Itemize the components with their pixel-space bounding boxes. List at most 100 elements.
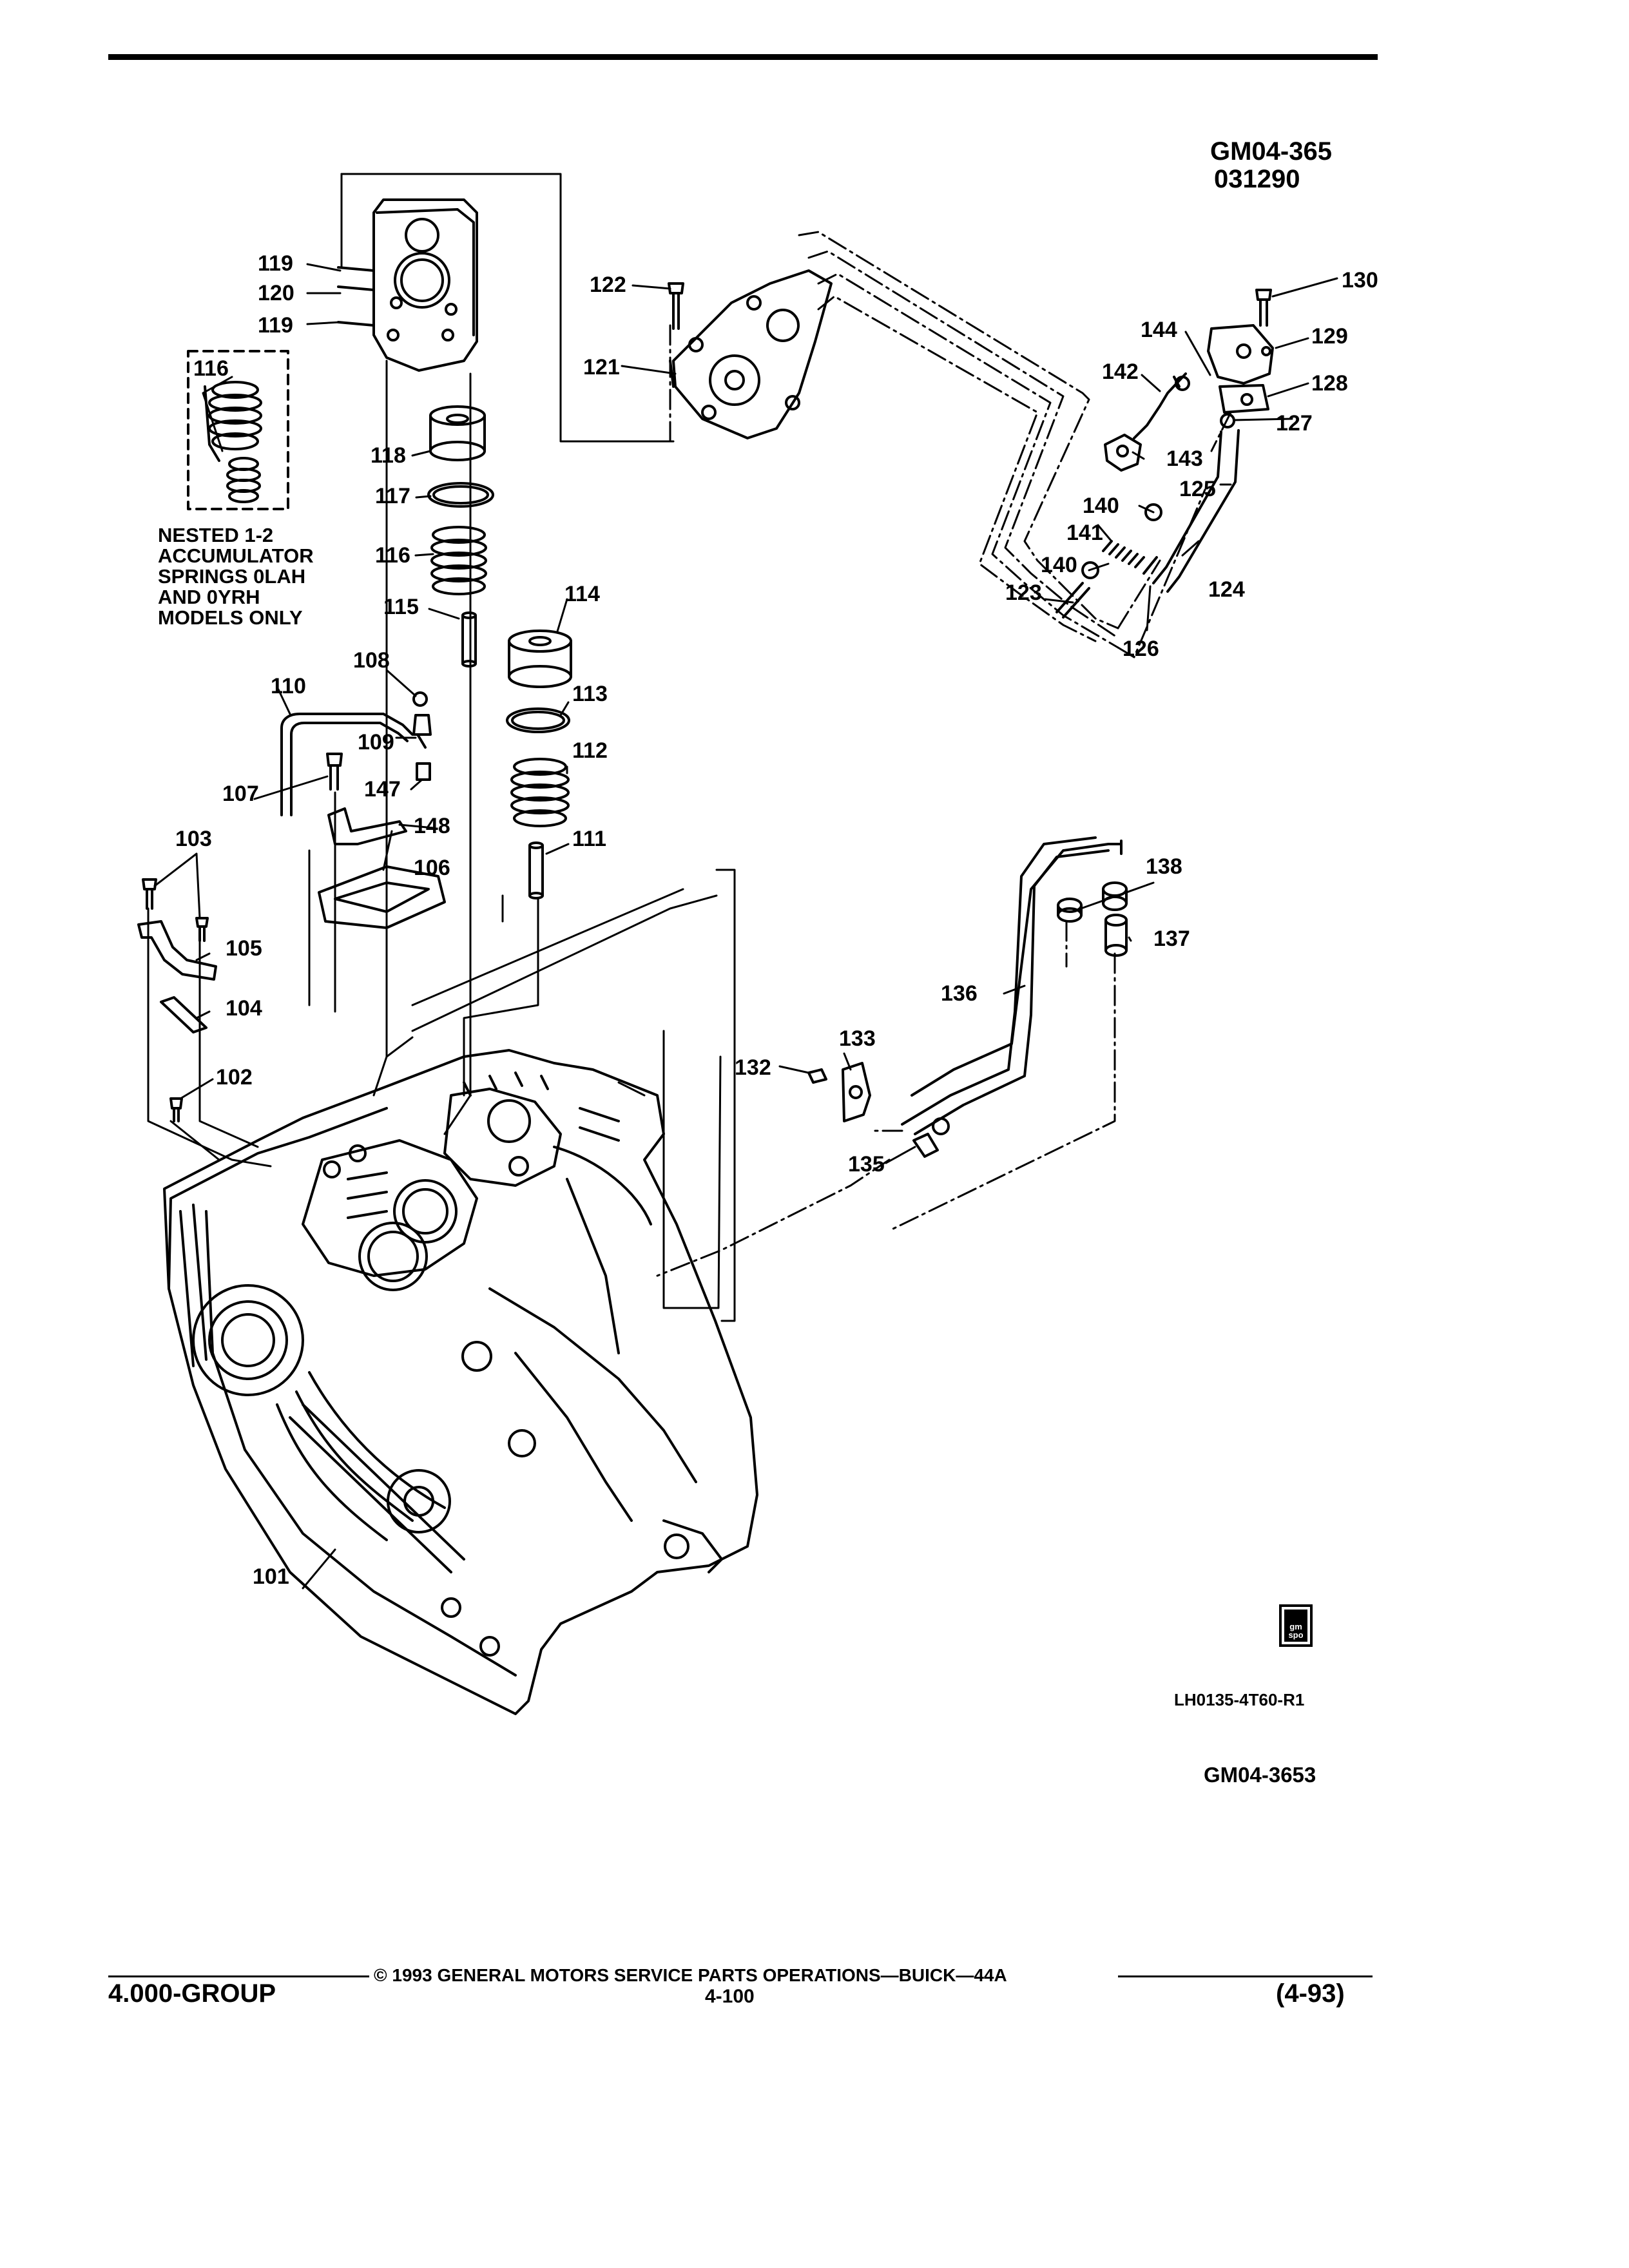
note-line: AND 0YRH bbox=[158, 586, 260, 608]
bolt-107 bbox=[326, 753, 343, 791]
callout-101: 101 bbox=[253, 1564, 289, 1589]
figure-code: GM04-365 bbox=[1210, 137, 1332, 166]
nested-spring-box bbox=[187, 350, 289, 510]
callout-119-bottom: 119 bbox=[258, 313, 293, 338]
seal-ring-117 bbox=[427, 482, 494, 508]
footer-revision: (4-93) bbox=[1276, 1979, 1345, 2008]
illustration-code: LH0135-4T60-R1 bbox=[1174, 1690, 1305, 1709]
transmission-case-101 bbox=[163, 1049, 758, 1715]
note-line: ACCUMULATOR bbox=[158, 544, 314, 567]
servo-spring-116 bbox=[430, 526, 487, 595]
seal-ring-113 bbox=[506, 707, 570, 733]
bolt-102 bbox=[169, 1097, 183, 1122]
plate-104 bbox=[160, 996, 207, 1033]
callout-136: 136 bbox=[941, 981, 978, 1006]
servo-piston-118 bbox=[429, 405, 486, 461]
callout-132: 132 bbox=[735, 1055, 771, 1080]
callout-140-top: 140 bbox=[1083, 494, 1119, 518]
callout-107: 107 bbox=[222, 782, 259, 806]
callout-133: 133 bbox=[839, 1026, 876, 1051]
callout-103: 103 bbox=[175, 827, 212, 851]
gm-spo-badge-text: gm spo bbox=[1288, 1622, 1304, 1640]
gm-spo-badge: gm spo bbox=[1279, 1604, 1313, 1647]
callout-108: 108 bbox=[353, 648, 390, 673]
callout-122: 122 bbox=[590, 273, 626, 297]
bracket-148 bbox=[327, 807, 407, 845]
guide-lines bbox=[147, 173, 736, 1322]
callout-102: 102 bbox=[216, 1065, 253, 1090]
callout-123: 123 bbox=[1005, 581, 1042, 605]
callout-121: 121 bbox=[583, 355, 620, 380]
callout-138: 138 bbox=[1146, 854, 1182, 879]
bracket-129 bbox=[1207, 324, 1274, 385]
callout-119-top: 119 bbox=[258, 251, 293, 276]
callout-111: 111 bbox=[572, 827, 606, 851]
leader-lines bbox=[153, 263, 1338, 1590]
callout-113: 113 bbox=[572, 682, 608, 706]
callout-104: 104 bbox=[226, 996, 262, 1021]
callout-117: 117 bbox=[375, 484, 410, 508]
callout-125: 125 bbox=[1179, 477, 1216, 501]
callout-105: 105 bbox=[226, 936, 262, 961]
date-code: 031290 bbox=[1214, 165, 1300, 193]
lever-144-142 bbox=[1133, 372, 1190, 439]
pin-111 bbox=[528, 841, 544, 899]
callout-112: 112 bbox=[572, 738, 608, 763]
callout-129: 129 bbox=[1311, 324, 1348, 349]
callout-110: 110 bbox=[271, 674, 306, 698]
footer-rule-left bbox=[108, 1975, 369, 1977]
callout-137: 137 bbox=[1153, 927, 1190, 951]
callout-120: 120 bbox=[258, 281, 294, 305]
callout-135: 135 bbox=[848, 1152, 885, 1177]
callout-116: 116 bbox=[375, 543, 410, 568]
top-rule bbox=[108, 54, 1378, 60]
spring-141-140 bbox=[1081, 503, 1162, 579]
pin-123 bbox=[1055, 582, 1090, 619]
callout-115: 115 bbox=[383, 595, 419, 619]
callout-106: 106 bbox=[414, 856, 450, 880]
pin-115 bbox=[461, 611, 477, 668]
callout-124: 124 bbox=[1208, 577, 1245, 602]
servo-spring-112 bbox=[510, 758, 570, 827]
callout-141: 141 bbox=[1066, 521, 1103, 545]
fitting-137 bbox=[1104, 914, 1128, 957]
clip-135 bbox=[912, 1133, 939, 1158]
clip-126 bbox=[1142, 556, 1158, 575]
bolt-122 bbox=[668, 282, 684, 330]
nested-springs-116 bbox=[204, 381, 262, 503]
callout-142: 142 bbox=[1102, 360, 1139, 384]
callout-128: 128 bbox=[1311, 371, 1348, 396]
callout-116-nested: 116 bbox=[193, 356, 229, 381]
note-line: SPRINGS 0LAH bbox=[158, 565, 306, 588]
figure-ref: GM04-3653 bbox=[1204, 1763, 1316, 1787]
pipe-136 bbox=[901, 836, 1123, 1135]
cover-121 bbox=[669, 269, 833, 439]
tube-110 bbox=[280, 713, 414, 816]
callout-118: 118 bbox=[371, 443, 406, 468]
bracket-143 bbox=[1104, 434, 1142, 472]
fitting-147 bbox=[416, 762, 431, 781]
callout-130: 130 bbox=[1342, 268, 1378, 293]
callout-143: 143 bbox=[1166, 447, 1203, 471]
nested-springs-note: NESTED 1-2 ACCUMULATOR SPRINGS 0LAH AND … bbox=[158, 525, 314, 628]
callout-126: 126 bbox=[1123, 637, 1159, 661]
note-line: MODELS ONLY bbox=[158, 606, 303, 629]
fitting-109-108 bbox=[412, 691, 432, 749]
gasket-plates-119-120 bbox=[337, 198, 478, 372]
callout-109: 109 bbox=[358, 730, 394, 754]
footer-rule-right bbox=[1118, 1975, 1373, 1977]
footer-group: 4.000-GROUP bbox=[108, 1979, 276, 2008]
footer-page: 4-100 bbox=[705, 1986, 755, 2007]
bolt-132 bbox=[807, 1068, 827, 1084]
servo-piston-114 bbox=[508, 629, 572, 688]
callout-147: 147 bbox=[364, 777, 401, 802]
footer-copyright: © 1993 GENERAL MOTORS SERVICE PARTS OPER… bbox=[374, 1965, 1007, 1985]
callout-140-bottom: 140 bbox=[1041, 553, 1077, 577]
clip-133 bbox=[842, 1062, 871, 1122]
callout-148: 148 bbox=[414, 814, 450, 838]
gasket-128 bbox=[1219, 384, 1269, 414]
bolt-130 bbox=[1255, 289, 1272, 327]
callout-144: 144 bbox=[1141, 318, 1177, 342]
note-line: NESTED 1-2 bbox=[158, 524, 274, 546]
